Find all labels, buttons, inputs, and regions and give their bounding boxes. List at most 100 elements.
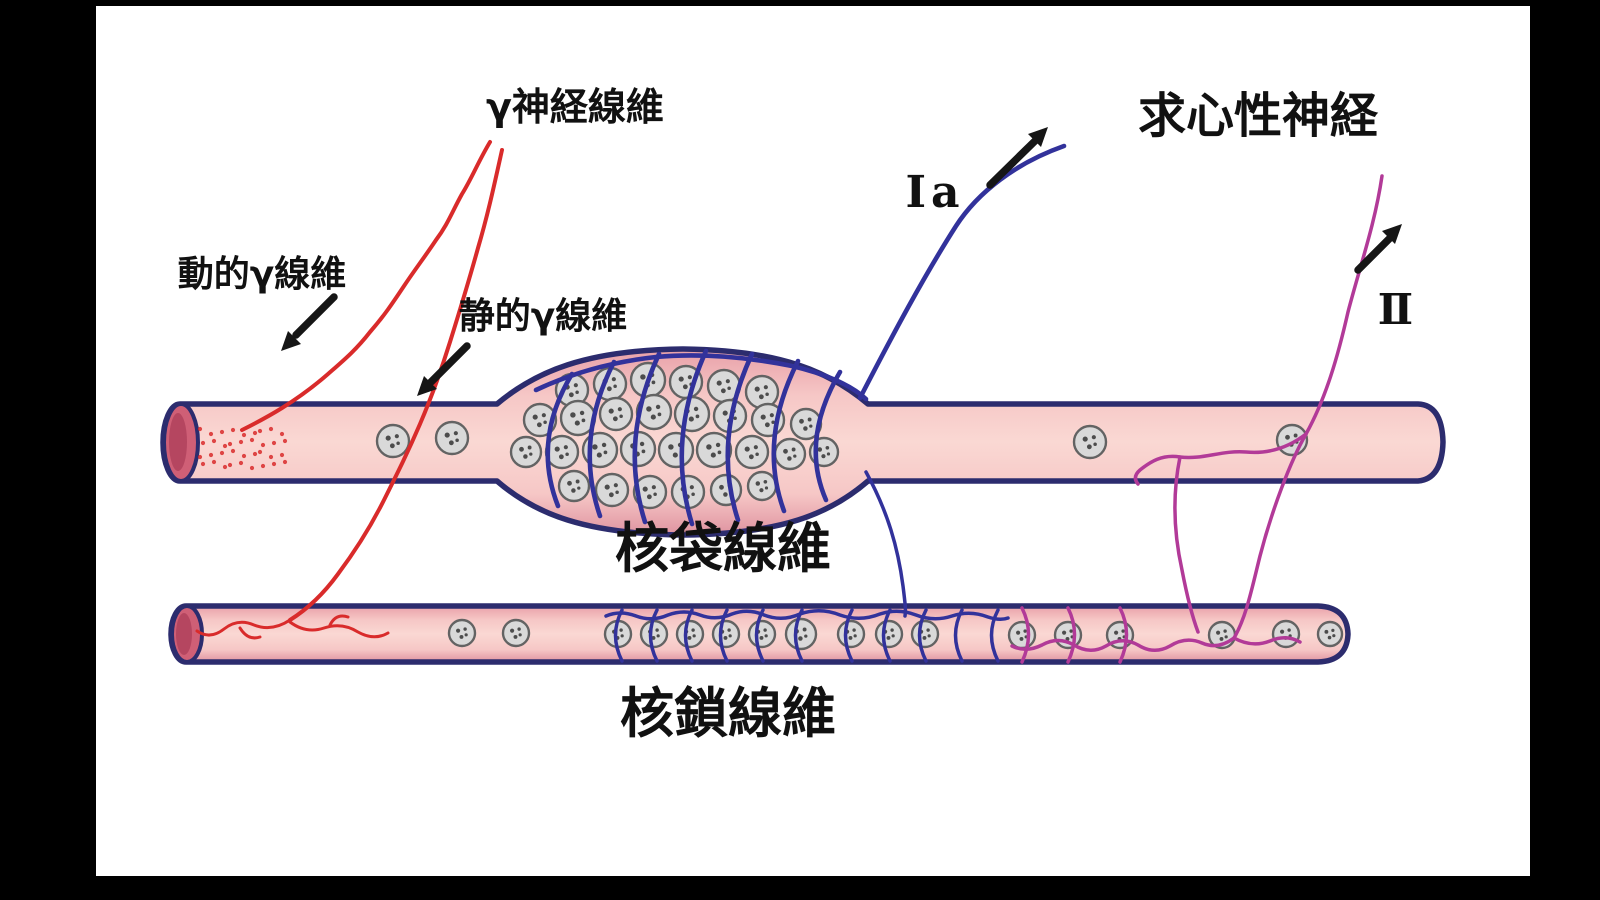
nucleus-speckle	[1287, 628, 1291, 632]
ia-bag-wrap-ring	[679, 348, 709, 527]
nucleus-speckle	[693, 406, 699, 412]
nucleus-speckle	[554, 446, 560, 452]
nucleus	[874, 619, 904, 649]
nucleus-speckle	[575, 479, 580, 484]
endplate-speckle	[282, 459, 288, 465]
nucleus-speckle	[755, 452, 759, 456]
nucleus-speckle	[695, 414, 700, 419]
label-dynamic-gamma-fiber: 動的γ線維	[178, 254, 347, 295]
endplate-speckle	[279, 452, 285, 458]
nucleus-speckle	[611, 377, 616, 382]
nucleus-speckle	[763, 385, 768, 390]
nucleus-speckle	[1093, 442, 1097, 446]
nucleus-speckle	[575, 390, 579, 394]
nucleus-speckle	[1121, 629, 1125, 633]
nucleus-speckle	[758, 394, 764, 400]
nucleus-speckle	[764, 634, 768, 638]
nucleus-speckle	[1332, 634, 1336, 638]
nucleus-speckle	[1091, 435, 1096, 440]
nucleus-speckle	[720, 388, 726, 394]
nucleus-speckle	[1062, 630, 1067, 635]
nucleus	[711, 619, 741, 649]
nucleus-speckle	[464, 633, 468, 637]
nucleus	[434, 420, 470, 456]
arrow-static-gamma-head	[417, 376, 437, 396]
nucleus-speckle	[755, 481, 761, 486]
nucleus	[635, 393, 673, 431]
nucleus-speckle	[717, 450, 722, 455]
nucleus-speckle	[1223, 629, 1227, 633]
nucleus-speckle	[688, 416, 694, 422]
endplate-speckle	[252, 430, 258, 436]
ia-chain-wrap-ring	[613, 608, 624, 663]
ii-chain-squiggle-right	[1232, 636, 1302, 646]
nucleus-speckle	[682, 384, 688, 390]
nucleus-speckle	[396, 441, 400, 445]
nucleus-speckle	[1280, 629, 1285, 634]
nucleus-speckle	[764, 486, 769, 490]
nucleus-speckle	[763, 628, 767, 632]
arrow-ia-head	[1028, 127, 1048, 147]
nucleus-speckle	[723, 635, 728, 640]
nucleus-speckle	[620, 634, 624, 638]
nucleus-speckle	[807, 417, 812, 422]
nucleus-speckle	[1219, 636, 1224, 641]
ia-chain-wrap-ring	[754, 608, 765, 663]
endplate-speckle	[222, 464, 228, 470]
endplate-speckle	[208, 431, 214, 437]
endplate-speckle	[230, 448, 236, 454]
endplate-speckle	[257, 449, 263, 455]
endplate-speckle	[230, 427, 236, 433]
endplate-speckle	[197, 454, 203, 460]
endplate-speckle	[238, 439, 244, 445]
nucleus	[784, 617, 818, 651]
endplate-speckle	[260, 463, 266, 469]
nucleus-speckle	[692, 634, 696, 638]
nucleus-speckle	[1019, 636, 1024, 641]
nucleus-speckle	[754, 386, 760, 392]
nucleus-speckle	[523, 454, 528, 459]
pointer-arrows-group	[281, 127, 1402, 396]
ia-bag-wrap-ring	[725, 351, 755, 523]
nucleus-speckle	[890, 628, 894, 632]
endplate-speckle	[268, 454, 274, 460]
nucleus-speckle	[687, 375, 692, 380]
nucleus-speckle	[804, 634, 808, 638]
nucleus-speckle	[570, 412, 576, 418]
nucleus	[594, 472, 630, 508]
ia-ascending-trunk	[857, 143, 1067, 401]
nucleus-speckle	[529, 452, 533, 456]
nucleus-speckle	[608, 408, 614, 414]
nucleus-speckle	[619, 628, 623, 632]
nucleus-speckle	[672, 452, 678, 458]
nucleus-speckle	[459, 634, 464, 639]
nucleus-speckle	[612, 416, 618, 422]
nucleus-speckle	[651, 635, 656, 640]
ia-chain-wrap-ring	[793, 608, 804, 663]
endplate-speckle	[252, 451, 258, 457]
nucleus-speckle	[727, 628, 731, 632]
nucleus-speckle	[532, 414, 538, 420]
nucleus-speckle	[678, 376, 684, 382]
nucleus-speckle	[668, 444, 674, 450]
nucleus-speckle	[853, 634, 857, 638]
label-ia: Ia	[905, 167, 964, 218]
endplate-speckle	[260, 442, 266, 448]
nucleus-speckle	[926, 628, 930, 632]
nucleus-speckle	[655, 628, 659, 632]
nucleus-speckle	[565, 452, 569, 456]
ii-chain-wrap-ring	[1118, 606, 1129, 664]
nucleus-speckle	[687, 635, 692, 640]
nucleus	[1007, 620, 1037, 650]
nucleus-speckle	[793, 454, 797, 458]
nucleus-speckle	[1065, 636, 1070, 641]
nucleus-speckle	[619, 414, 623, 418]
nucleus-speckle	[596, 452, 602, 458]
nucleus-speckle	[799, 418, 804, 424]
endplate-speckle	[268, 426, 274, 432]
nucleus-speckle	[394, 434, 399, 439]
nucleus-speckle	[563, 445, 568, 450]
nucleus-speckle	[657, 412, 662, 417]
